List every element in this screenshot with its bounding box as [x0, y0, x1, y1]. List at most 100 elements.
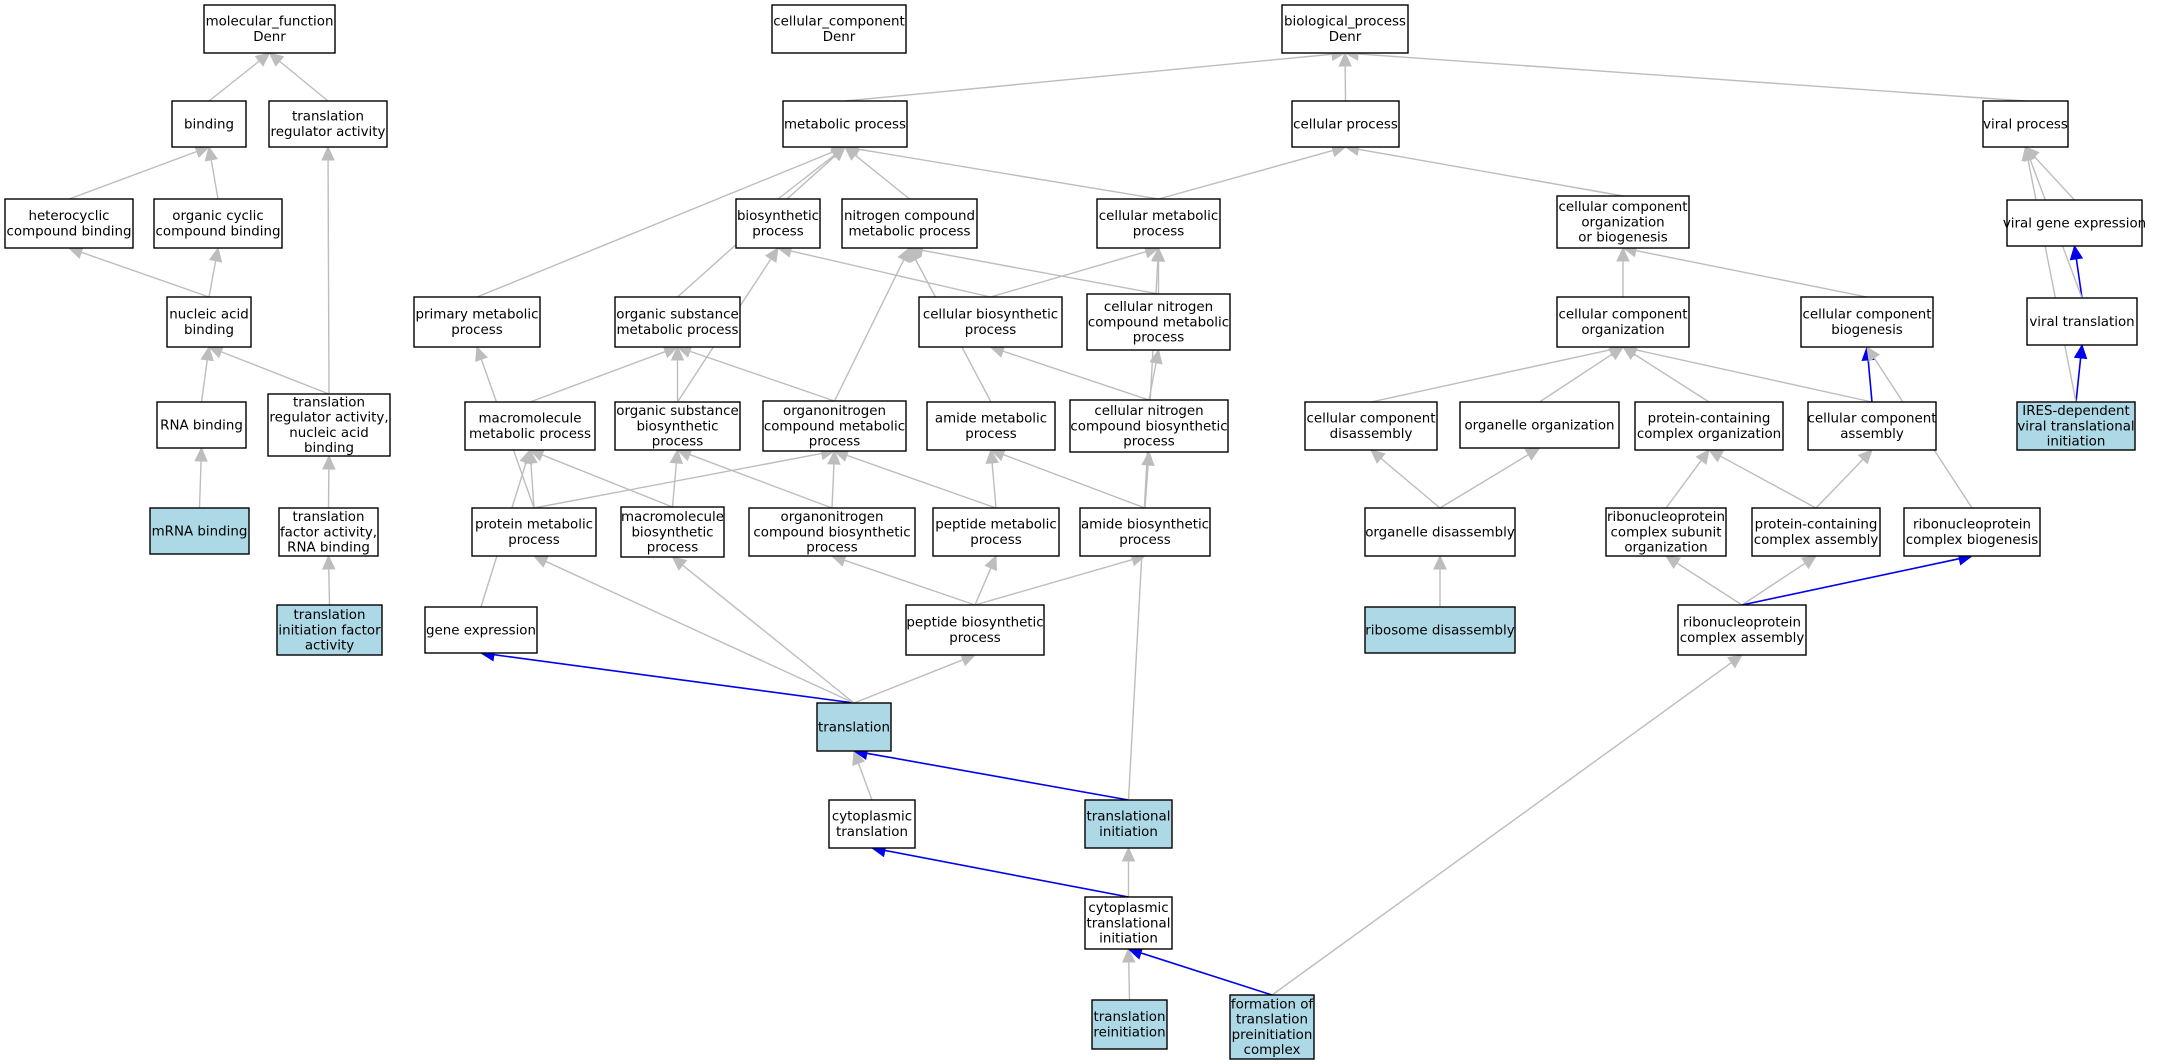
- edge-cncbp-to-cbp: [1002, 350, 1150, 401]
- node-vge[interactable]: viral gene expression: [2003, 199, 2146, 247]
- node-box: [1903, 507, 2041, 557]
- node-label-line: heterocyclic: [28, 209, 109, 224]
- edge-protmet-to-macromet: [530, 462, 535, 509]
- node-box: [771, 4, 907, 54]
- edge-arrowhead: [1121, 846, 1136, 862]
- node-label-line: initiation: [2047, 434, 2106, 449]
- node-rnab[interactable]: RNA binding: [156, 401, 247, 449]
- edge-transinit-to-translation: [866, 752, 1129, 801]
- node-label-line: macromolecule: [478, 412, 581, 427]
- node-box: [1751, 507, 1881, 557]
- edge-transreinit-to-ctinit: [1128, 961, 1131, 1001]
- node-label-line: organic cyclic: [172, 209, 263, 224]
- edge-orgdis-to-orgorg: [1439, 454, 1529, 509]
- node-box: [1634, 401, 1784, 451]
- node-viralproc[interactable]: viral process: [1982, 100, 2069, 148]
- edge-arrowhead: [1800, 555, 1817, 570]
- edge-hetcyc-to-binding: [68, 150, 198, 200]
- edge-arrowhead: [1727, 654, 1743, 669]
- edge-protmet-to-onmp: [533, 452, 822, 509]
- edge-ires-to-vtrans: [2075, 357, 2082, 403]
- edge-biosyn-to-metab: [777, 154, 836, 200]
- edge-ccb-to-ccob: [1635, 249, 1868, 298]
- edge-arrowhead: [852, 749, 866, 767]
- node-orgdis[interactable]: organelle disassembly: [1364, 507, 1516, 557]
- node-translation[interactable]: translation: [816, 702, 892, 752]
- node-ftpc[interactable]: formation oftranslationpreinitiationcomp…: [1229, 994, 1315, 1060]
- node-box: [2016, 401, 2136, 451]
- node-label-line: metabolic process: [617, 323, 739, 338]
- edge-ccob-to-cellproc: [1358, 148, 1624, 197]
- edge-arrowhead: [322, 454, 336, 470]
- node-label-line: biosynthetic: [631, 525, 713, 540]
- node-box: [1364, 507, 1516, 557]
- node-cellproc[interactable]: cellular process: [1291, 100, 1400, 148]
- node-label-line: complex biogenesis: [1906, 533, 2039, 548]
- edge-amidebio-to-cncbp: [1144, 464, 1149, 509]
- node-box: [424, 606, 538, 654]
- node-label-line: process: [1119, 533, 1170, 548]
- edge-rnca-to-pcca: [1741, 562, 1806, 606]
- node-ribodis[interactable]: ribosome disassembly: [1364, 606, 1516, 654]
- edge-nab-to-orgcyc: [208, 260, 217, 298]
- node-geneexp[interactable]: gene expression: [424, 606, 538, 654]
- edge-arrowhead: [1141, 450, 1155, 466]
- edge-macromet-to-osmp: [529, 350, 666, 403]
- node-vtrans[interactable]: viral translation: [2026, 297, 2138, 346]
- edge-translation-to-macrobio: [682, 564, 855, 704]
- node-metab[interactable]: metabolic process: [782, 100, 908, 148]
- node-box: [1291, 100, 1400, 148]
- node-box: [267, 393, 391, 457]
- node-binding[interactable]: binding: [171, 100, 247, 148]
- node-orgorg[interactable]: organelle organization: [1459, 401, 1620, 449]
- node-label-line: viral translational: [2017, 419, 2134, 434]
- node-label-line: process: [949, 631, 1000, 646]
- node-label-line: cellular metabolic: [1099, 209, 1218, 224]
- edge-pcco-to-cco: [1633, 353, 1710, 403]
- node-mrnab[interactable]: mRNA binding: [149, 507, 250, 555]
